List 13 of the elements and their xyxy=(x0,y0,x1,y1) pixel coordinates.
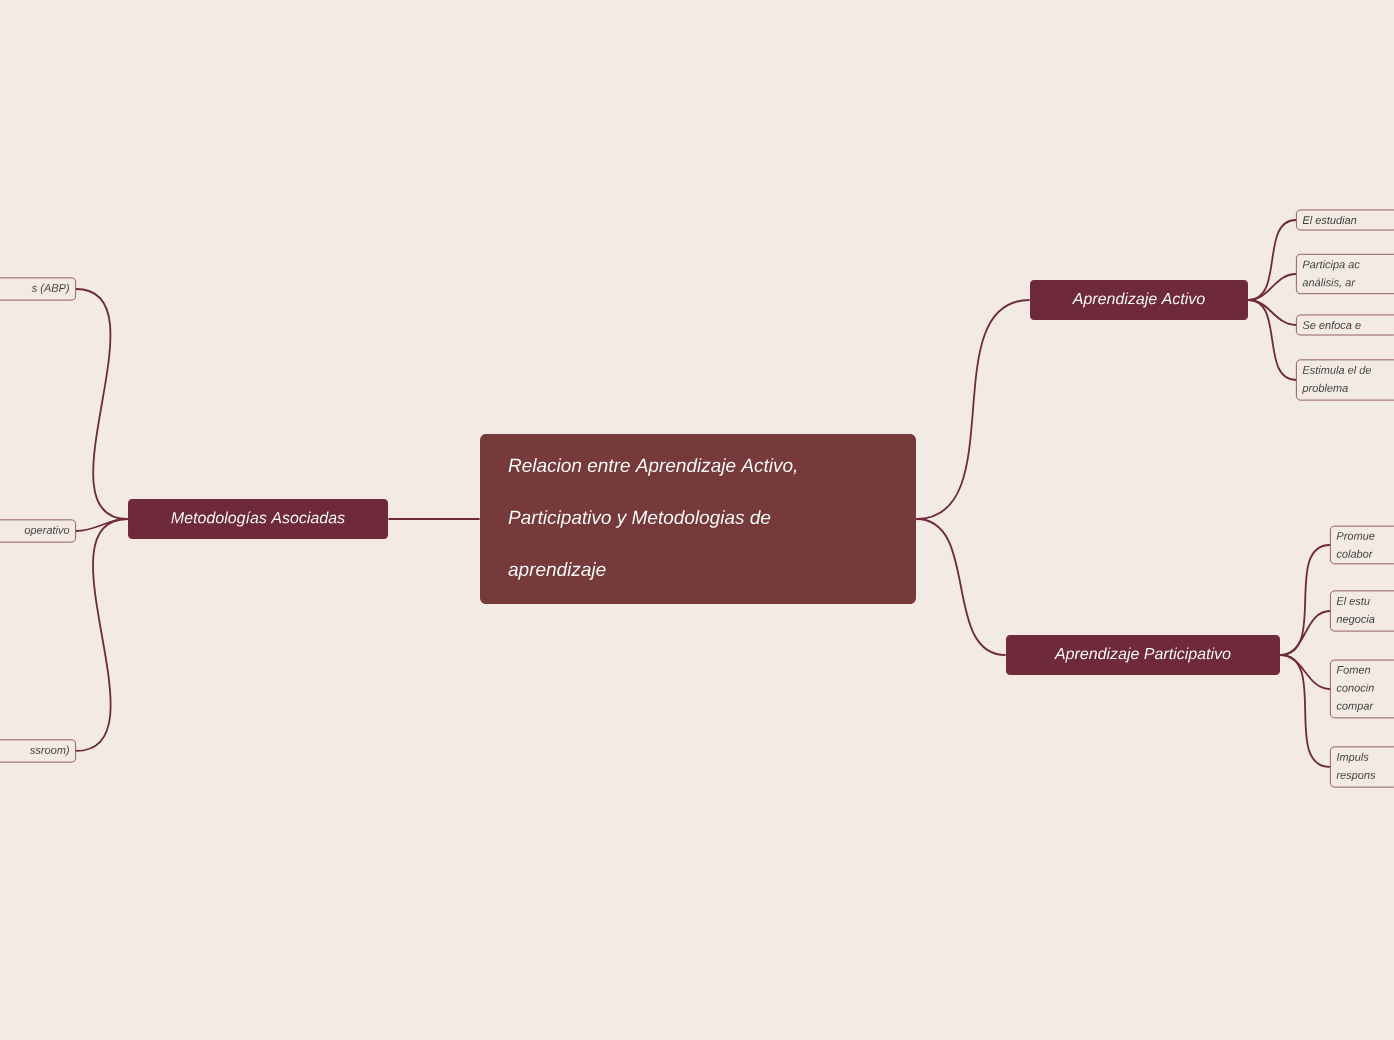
connector-line xyxy=(915,518,1007,656)
connector-line xyxy=(1247,273,1297,301)
connector-line xyxy=(75,518,129,752)
connector-line xyxy=(387,518,481,520)
central-topic-box: Relacion entre Aprendizaje Activo, Participativo y Metodologias de aprendizaje xyxy=(480,434,916,604)
connector-line xyxy=(1279,610,1331,656)
connector-line xyxy=(1279,654,1331,690)
topic-box: Aprendizaje Participativo xyxy=(1006,634,1280,675)
connector-line xyxy=(1247,299,1297,326)
topic-box: Metodologías Asociadas xyxy=(128,499,388,539)
topic-box: Aprendizaje Activo xyxy=(1030,280,1248,320)
connector-line xyxy=(1247,299,1297,381)
connector-line xyxy=(1279,654,1331,768)
